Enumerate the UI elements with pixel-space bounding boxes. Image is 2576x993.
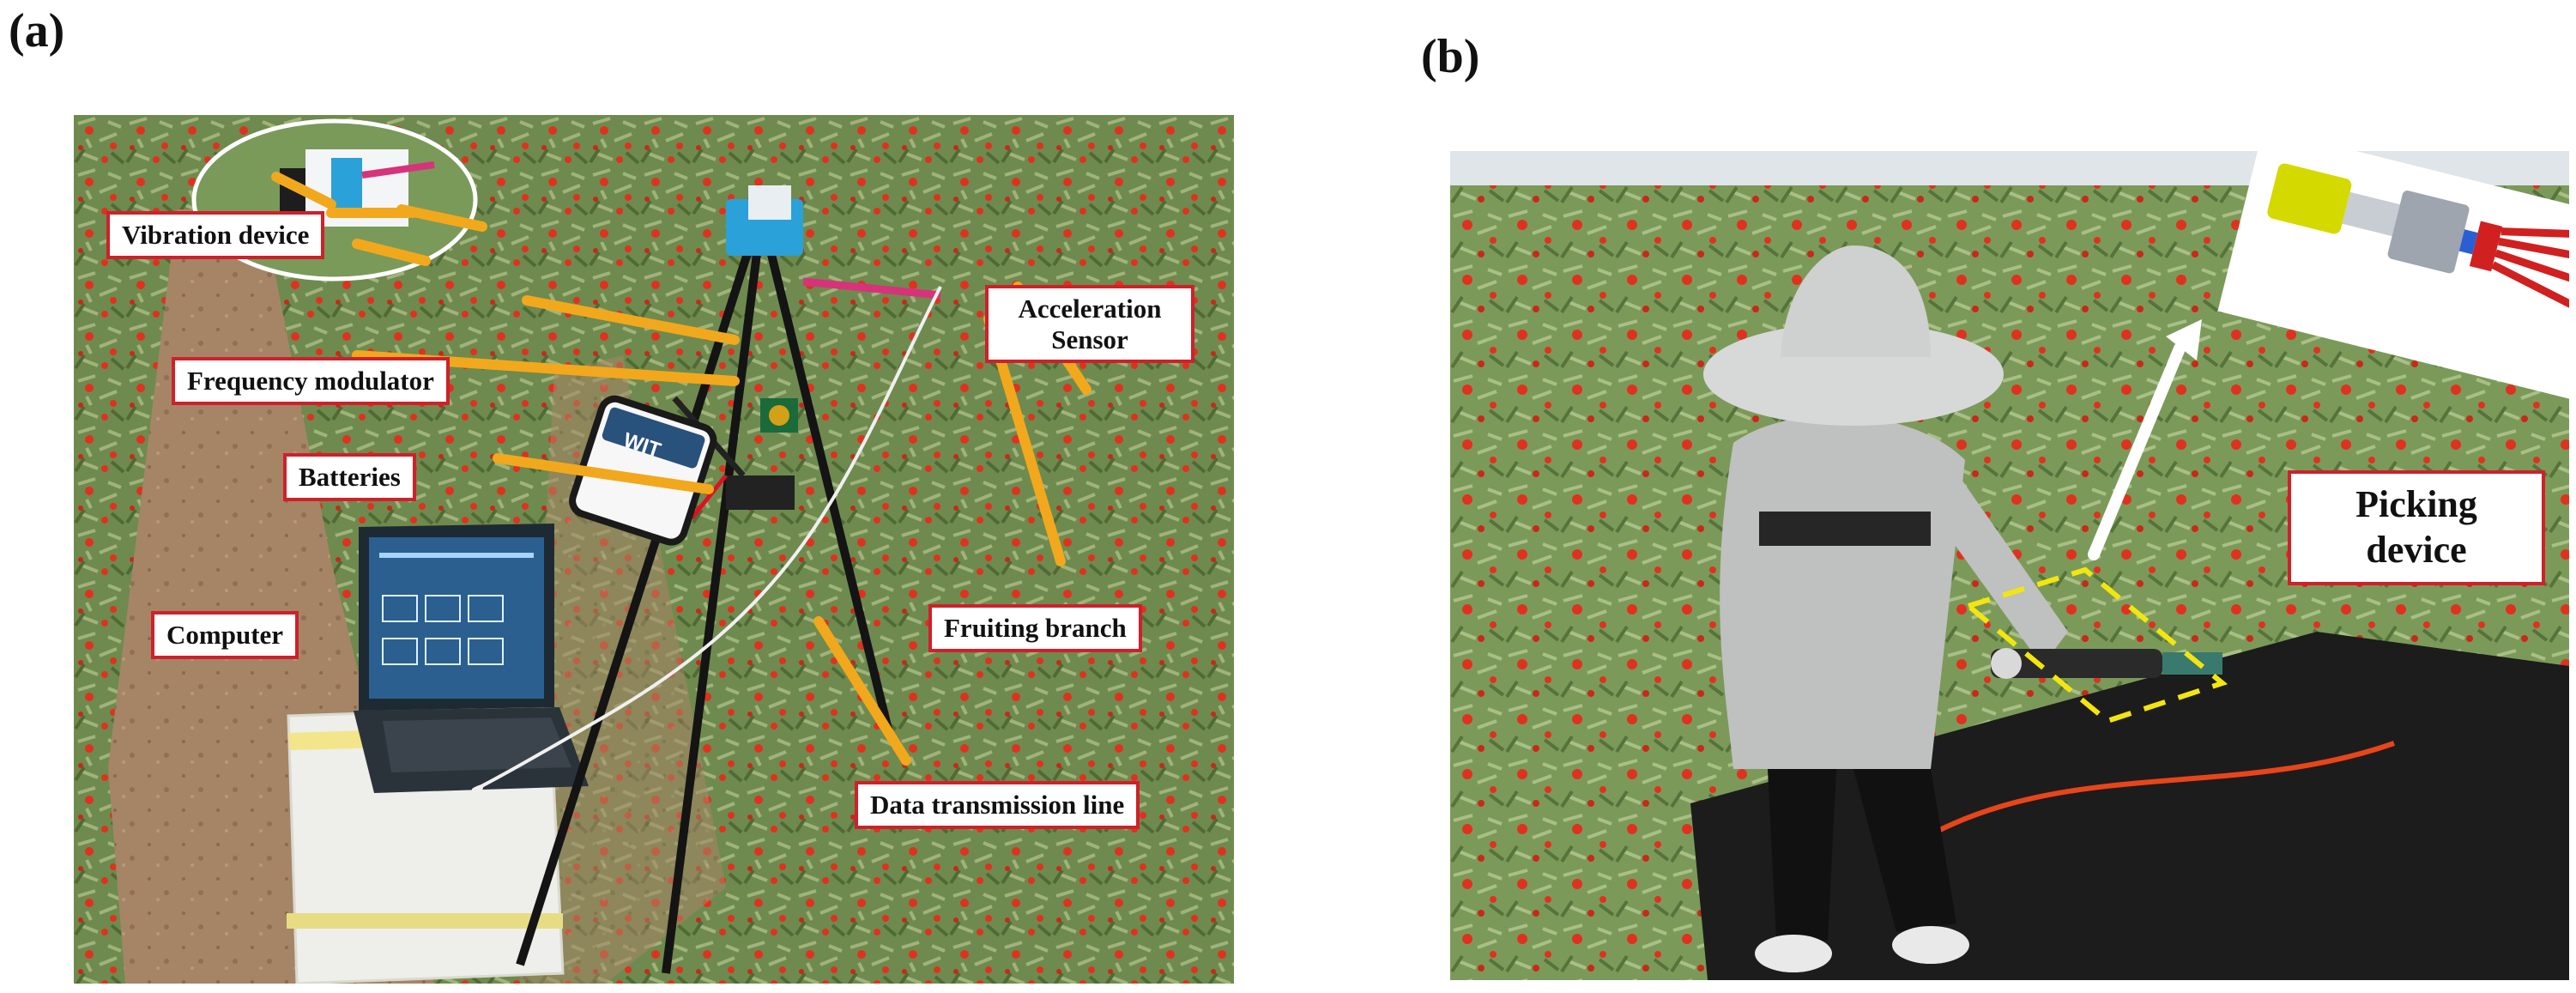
label-picking-device-line2: device: [2366, 528, 2467, 571]
panel-a-letter: (a): [9, 4, 65, 58]
label-picking-device: Picking device: [2288, 470, 2545, 585]
label-batteries: Batteries: [283, 453, 416, 501]
label-picking-device-line1: Picking: [2355, 483, 2477, 525]
label-acceleration-sensor-line2: Sensor: [1051, 324, 1128, 354]
panel-b-letter: (b): [1421, 30, 1480, 83]
label-vibration-device: Vibration device: [106, 211, 325, 259]
label-data-transmission-line: Data transmission line: [855, 781, 1140, 829]
label-acceleration-sensor-line1: Acceleration: [1018, 294, 1162, 324]
label-frequency-modulator: Frequency modulator: [172, 357, 450, 405]
label-computer: Computer: [151, 611, 299, 659]
label-acceleration-sensor: Acceleration Sensor: [985, 285, 1194, 364]
label-fruiting-branch: Fruiting branch: [928, 604, 1142, 652]
